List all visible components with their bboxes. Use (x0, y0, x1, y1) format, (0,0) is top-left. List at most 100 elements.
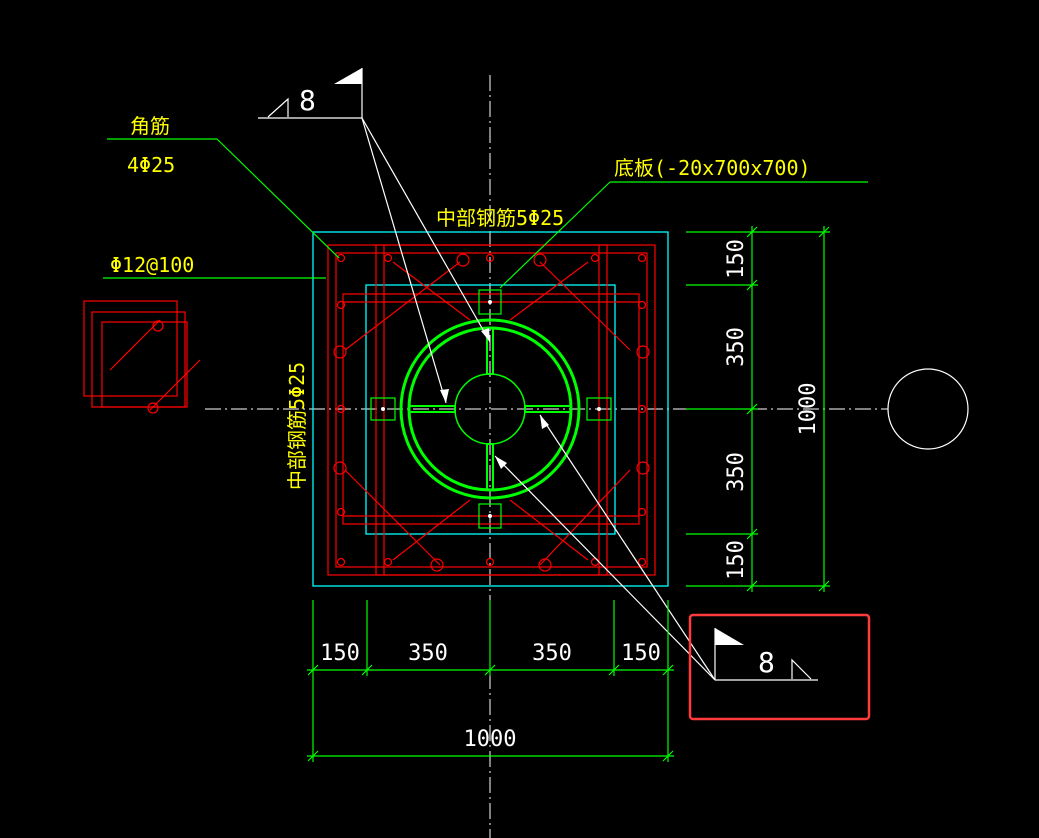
weld-size-label: 8 (299, 84, 316, 117)
tie-bar (392, 499, 471, 561)
tie-hook (430, 558, 444, 572)
arrowhead (481, 328, 490, 342)
column-section-outline (312, 231, 669, 587)
annotations: 角筋 4Φ25 Φ12@100 中部钢筋5Φ25 中部钢筋5Φ25 底板(-20… (110, 114, 811, 490)
tie-bar (344, 469, 441, 566)
dim-tick (746, 580, 758, 592)
rebar-dot (590, 253, 600, 263)
rebar-dot (336, 557, 346, 567)
stirrup-detail-hook (147, 402, 159, 414)
dim-total-label: 1000 (796, 383, 821, 436)
outer-stirrup-inner (335, 252, 648, 568)
stiffener-bottom (486, 443, 494, 491)
stirrup-spec-label: Φ12@100 (110, 253, 194, 277)
tie-hook (636, 345, 650, 359)
dim-label: 350 (532, 641, 572, 666)
dim-tick (746, 226, 758, 238)
rebar-dot (383, 253, 393, 263)
anchor-plate-left (370, 397, 396, 421)
rebar-dot (637, 507, 647, 517)
dim-tick (307, 664, 319, 676)
tie-hook (456, 253, 470, 267)
leader-lines (103, 138, 868, 289)
bottom-dimensions: 150 350 350 150 1000 (307, 600, 674, 762)
dim-tick (746, 403, 758, 415)
steel-tube-outer (399, 318, 581, 500)
stiffener-left (408, 405, 456, 413)
weld-symbol-highlighted: 8 (688, 613, 871, 721)
center-axes (205, 75, 888, 838)
weld-size-label: 8 (758, 646, 775, 679)
weld-leader-line (494, 455, 716, 681)
tie-bar (509, 499, 589, 561)
dim-tick (818, 580, 830, 592)
bolt-hole (597, 407, 601, 411)
dim-label: 150 (320, 641, 360, 666)
stiffener-top (486, 327, 494, 375)
dim-label: 150 (724, 239, 749, 279)
base-plate-leader (499, 181, 611, 289)
dim-tick (662, 750, 674, 762)
bolt-hole (488, 300, 492, 304)
rebar-dot (637, 404, 647, 414)
dim-tick (608, 664, 620, 676)
rebar-cage (327, 244, 656, 576)
rebar-dot (383, 557, 393, 567)
weld-symbol-top: 8 (258, 68, 363, 119)
tie-bar (509, 261, 589, 321)
corner-bar-leader (216, 138, 340, 259)
arrowhead (440, 389, 449, 403)
rebar-dot (336, 300, 346, 310)
weld-leader-line (361, 117, 447, 404)
anchor-plate-bottom (478, 503, 502, 529)
dim-label: 350 (724, 327, 749, 367)
dim-tick (662, 664, 674, 676)
rebar-dot (336, 507, 346, 517)
dim-tick (361, 664, 373, 676)
tie-bar (344, 261, 461, 351)
stirrup-vertical (375, 244, 608, 576)
dim-label: 150 (621, 641, 661, 666)
weld-leaders (361, 117, 716, 681)
stirrup-detail (83, 300, 201, 414)
longitudinal-bars (336, 253, 647, 567)
bolt-hole (381, 407, 385, 411)
anchor-plate-right (586, 397, 612, 421)
rebar-dot (336, 253, 346, 263)
rebar-dot (637, 557, 647, 567)
mid-bar-left-label: 中部钢筋5Φ25 (285, 362, 309, 490)
dim-tick (307, 750, 319, 762)
tie-hook (333, 461, 347, 475)
tie-hook (538, 558, 552, 572)
stirrup-detail-mid (91, 311, 186, 408)
rebar-dot (637, 253, 647, 263)
field-weld-flag-icon (715, 628, 744, 645)
rebar-dot (485, 557, 495, 567)
arrowhead (495, 456, 507, 469)
weld-leader-line (539, 414, 716, 681)
mid-bar-top-label: 中部钢筋5Φ25 (436, 206, 564, 230)
rebar-dot (485, 253, 495, 263)
highlight-box[interactable] (688, 613, 871, 721)
field-weld-flag-icon (334, 68, 362, 84)
right-dimensions: 150 350 350 150 1000 (686, 226, 830, 592)
dim-label: 350 (408, 641, 448, 666)
base-plate-label: 底板(-20x700x700) (614, 156, 811, 180)
bolt-hole (488, 514, 492, 518)
dim-label: 150 (724, 540, 749, 580)
stiffener-right (524, 405, 572, 413)
tie-bar (539, 469, 631, 566)
tie-bar (539, 261, 631, 351)
dim-tick (746, 528, 758, 540)
fillet-weld-icon (791, 658, 812, 680)
corner-bar-spec-label: 4Φ25 (127, 153, 175, 177)
tie-hook (636, 461, 650, 475)
rebar-dot (336, 404, 346, 414)
rebar-dot (637, 300, 647, 310)
tie-bar (392, 261, 471, 321)
base-plate-outline (365, 284, 616, 535)
corner-bar-label: 角筋 (130, 114, 170, 138)
tie-hook (333, 345, 347, 359)
dim-tick (746, 279, 758, 291)
dim-tick (818, 226, 830, 238)
